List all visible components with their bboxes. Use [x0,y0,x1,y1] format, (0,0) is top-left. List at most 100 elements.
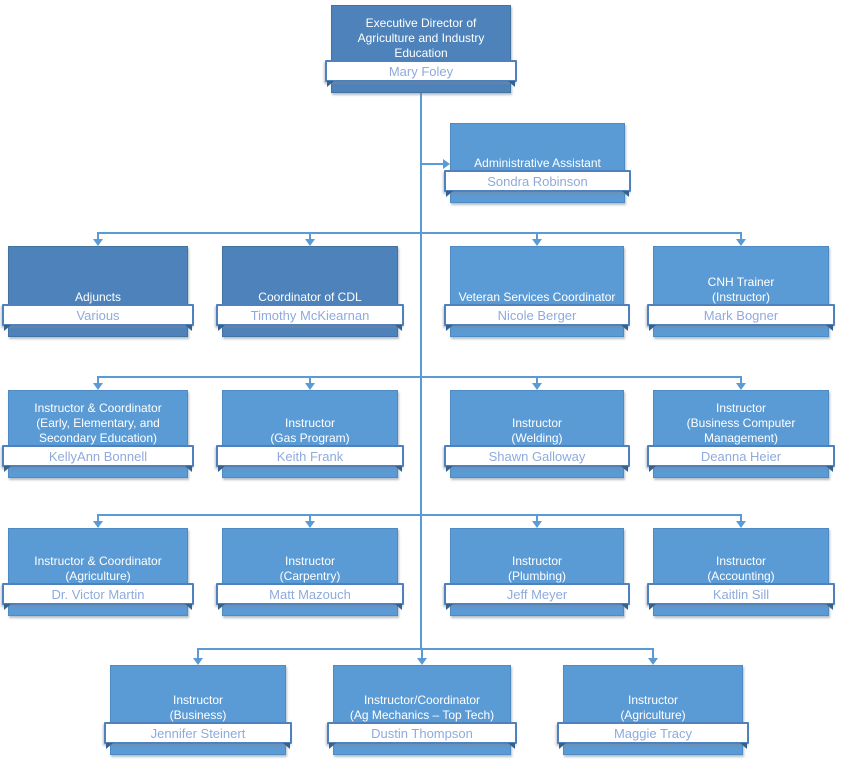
connector-row4 [197,648,654,650]
node-name-banner: Mary Foley [325,60,517,87]
org-node-veteran-services-coordinator: Veteran Services Coordinator Nicole Berg… [444,246,630,337]
connector-stub [309,232,311,240]
node-name-banner: Dustin Thompson [327,722,517,749]
node-person-name: Kaitlin Sill [712,586,770,602]
node-name-banner: Various [2,304,194,331]
arrow-down-icon [305,383,315,390]
org-node-instructor-plumbing: Instructor (Plumbing) Jeff Meyer [444,528,630,616]
node-person-name: Deanna Heier [700,448,782,464]
node-person-name: KellyAnn Bonnell [48,448,148,464]
arrow-down-icon [93,521,103,528]
node-name-banner: Nicole Berger [444,304,630,331]
arrow-down-icon [532,239,542,246]
arrow-down-icon [305,239,315,246]
org-node-cnh-trainer: CNH Trainer (Instructor) Mark Bogner [647,246,835,337]
connector-stub [97,376,99,384]
arrow-right-icon [443,159,450,169]
org-node-instructor-coordinator-education: Instructor & Coordinator (Early, Element… [2,390,194,478]
node-person-name: Mark Bogner [703,307,779,323]
arrow-down-icon [736,383,746,390]
arrow-down-icon [648,658,658,665]
node-title: Adjuncts [74,289,122,304]
node-person-name: Dustin Thompson [371,725,473,741]
node-title: Coordinator of CDL [258,289,362,304]
node-name-banner: Mark Bogner [647,304,835,331]
connector-stub [309,514,311,522]
org-node-instructor-gas-program: Instructor (Gas Program) Keith Frank [216,390,404,478]
node-title: Instructor (Accounting) [707,553,775,583]
node-name-banner: Matt Mazouch [216,583,404,610]
arrow-down-icon [93,239,103,246]
node-name-banner: Maggie Tracy [557,722,749,749]
node-name-banner: Sondra Robinson [444,170,631,197]
connector-stub [97,232,99,240]
node-person-name: Timothy McKiearnan [250,307,370,323]
connector-stub [421,648,423,658]
node-person-name: Keith Frank [276,448,344,464]
node-name-banner: Jennifer Steinert [104,722,292,749]
node-person-name: Mary Foley [388,63,454,79]
connector-trunk [420,93,422,649]
node-person-name: Sondra Robinson [487,173,588,189]
arrow-down-icon [193,658,203,665]
node-name-banner: Jeff Meyer [444,583,630,610]
node-person-name: Jeff Meyer [506,586,568,602]
node-name-banner: Shawn Galloway [444,445,630,472]
connector-stub [97,514,99,522]
org-node-adjuncts: Adjuncts Various [2,246,194,337]
node-title: Instructor & Coordinator (Agriculture) [34,553,162,583]
org-node-administrative-assistant: Administrative Assistant Sondra Robinson [444,123,631,203]
connector-admin-branch [421,163,444,165]
arrow-down-icon [93,383,103,390]
node-name-banner: KellyAnn Bonnell [2,445,194,472]
node-person-name: Jennifer Steinert [150,725,246,741]
arrow-down-icon [305,521,315,528]
node-title: Executive Director of Agriculture and In… [357,15,485,60]
node-title: Instructor (Agriculture) [620,692,686,722]
connector-stub [740,514,742,522]
org-node-instructor-agriculture: Instructor (Agriculture) Maggie Tracy [557,665,749,755]
connector-stub [197,648,199,658]
node-title: Instructor (Carpentry) [279,553,341,583]
connector-row3 [97,514,741,516]
node-title: Instructor & Coordinator (Early, Element… [34,400,162,445]
connector-stub [652,648,654,658]
node-title: Veteran Services Coordinator [458,289,616,304]
node-person-name: Various [76,307,120,323]
node-person-name: Matt Mazouch [269,586,351,602]
node-title: Administrative Assistant [474,155,601,170]
node-title: Instructor (Plumbing) [507,553,567,583]
node-title: CNH Trainer (Instructor) [707,274,775,304]
connector-row2 [97,376,741,378]
node-name-banner: Timothy McKiearnan [216,304,404,331]
org-node-instructor-welding: Instructor (Welding) Shawn Galloway [444,390,630,478]
node-title: Instructor (Business) [169,692,227,722]
arrow-down-icon [417,658,427,665]
org-node-instructor-business-computer-management: Instructor (Business Computer Management… [647,390,835,478]
org-node-executive-director: Executive Director of Agriculture and In… [325,5,517,93]
org-node-instructor-accounting: Instructor (Accounting) Kaitlin Sill [647,528,835,616]
org-node-instructor-carpentry: Instructor (Carpentry) Matt Mazouch [216,528,404,616]
org-node-coordinator-of-cdl: Coordinator of CDL Timothy McKiearnan [216,246,404,337]
node-title: Instructor (Gas Program) [270,415,350,445]
node-person-name: Maggie Tracy [613,725,693,741]
node-name-banner: Kaitlin Sill [647,583,835,610]
org-node-instructor-coordinator-ag-mechanics: Instructor/Coordinator (Ag Mechanics – T… [327,665,517,755]
node-title: Instructor (Welding) [511,415,563,445]
arrow-down-icon [532,521,542,528]
arrow-down-icon [532,383,542,390]
connector-stub [536,514,538,522]
node-person-name: Nicole Berger [497,307,577,323]
arrow-down-icon [736,239,746,246]
connector-stub [740,376,742,384]
node-title: Instructor/Coordinator (Ag Mechanics – T… [349,692,495,722]
connector-stub [536,232,538,240]
node-person-name: Dr. Victor Martin [51,586,145,602]
connector-stub [536,376,538,384]
connector-row1 [97,232,741,234]
arrow-down-icon [736,521,746,528]
node-person-name: Shawn Galloway [488,448,586,464]
connector-stub [740,232,742,240]
node-name-banner: Keith Frank [216,445,404,472]
